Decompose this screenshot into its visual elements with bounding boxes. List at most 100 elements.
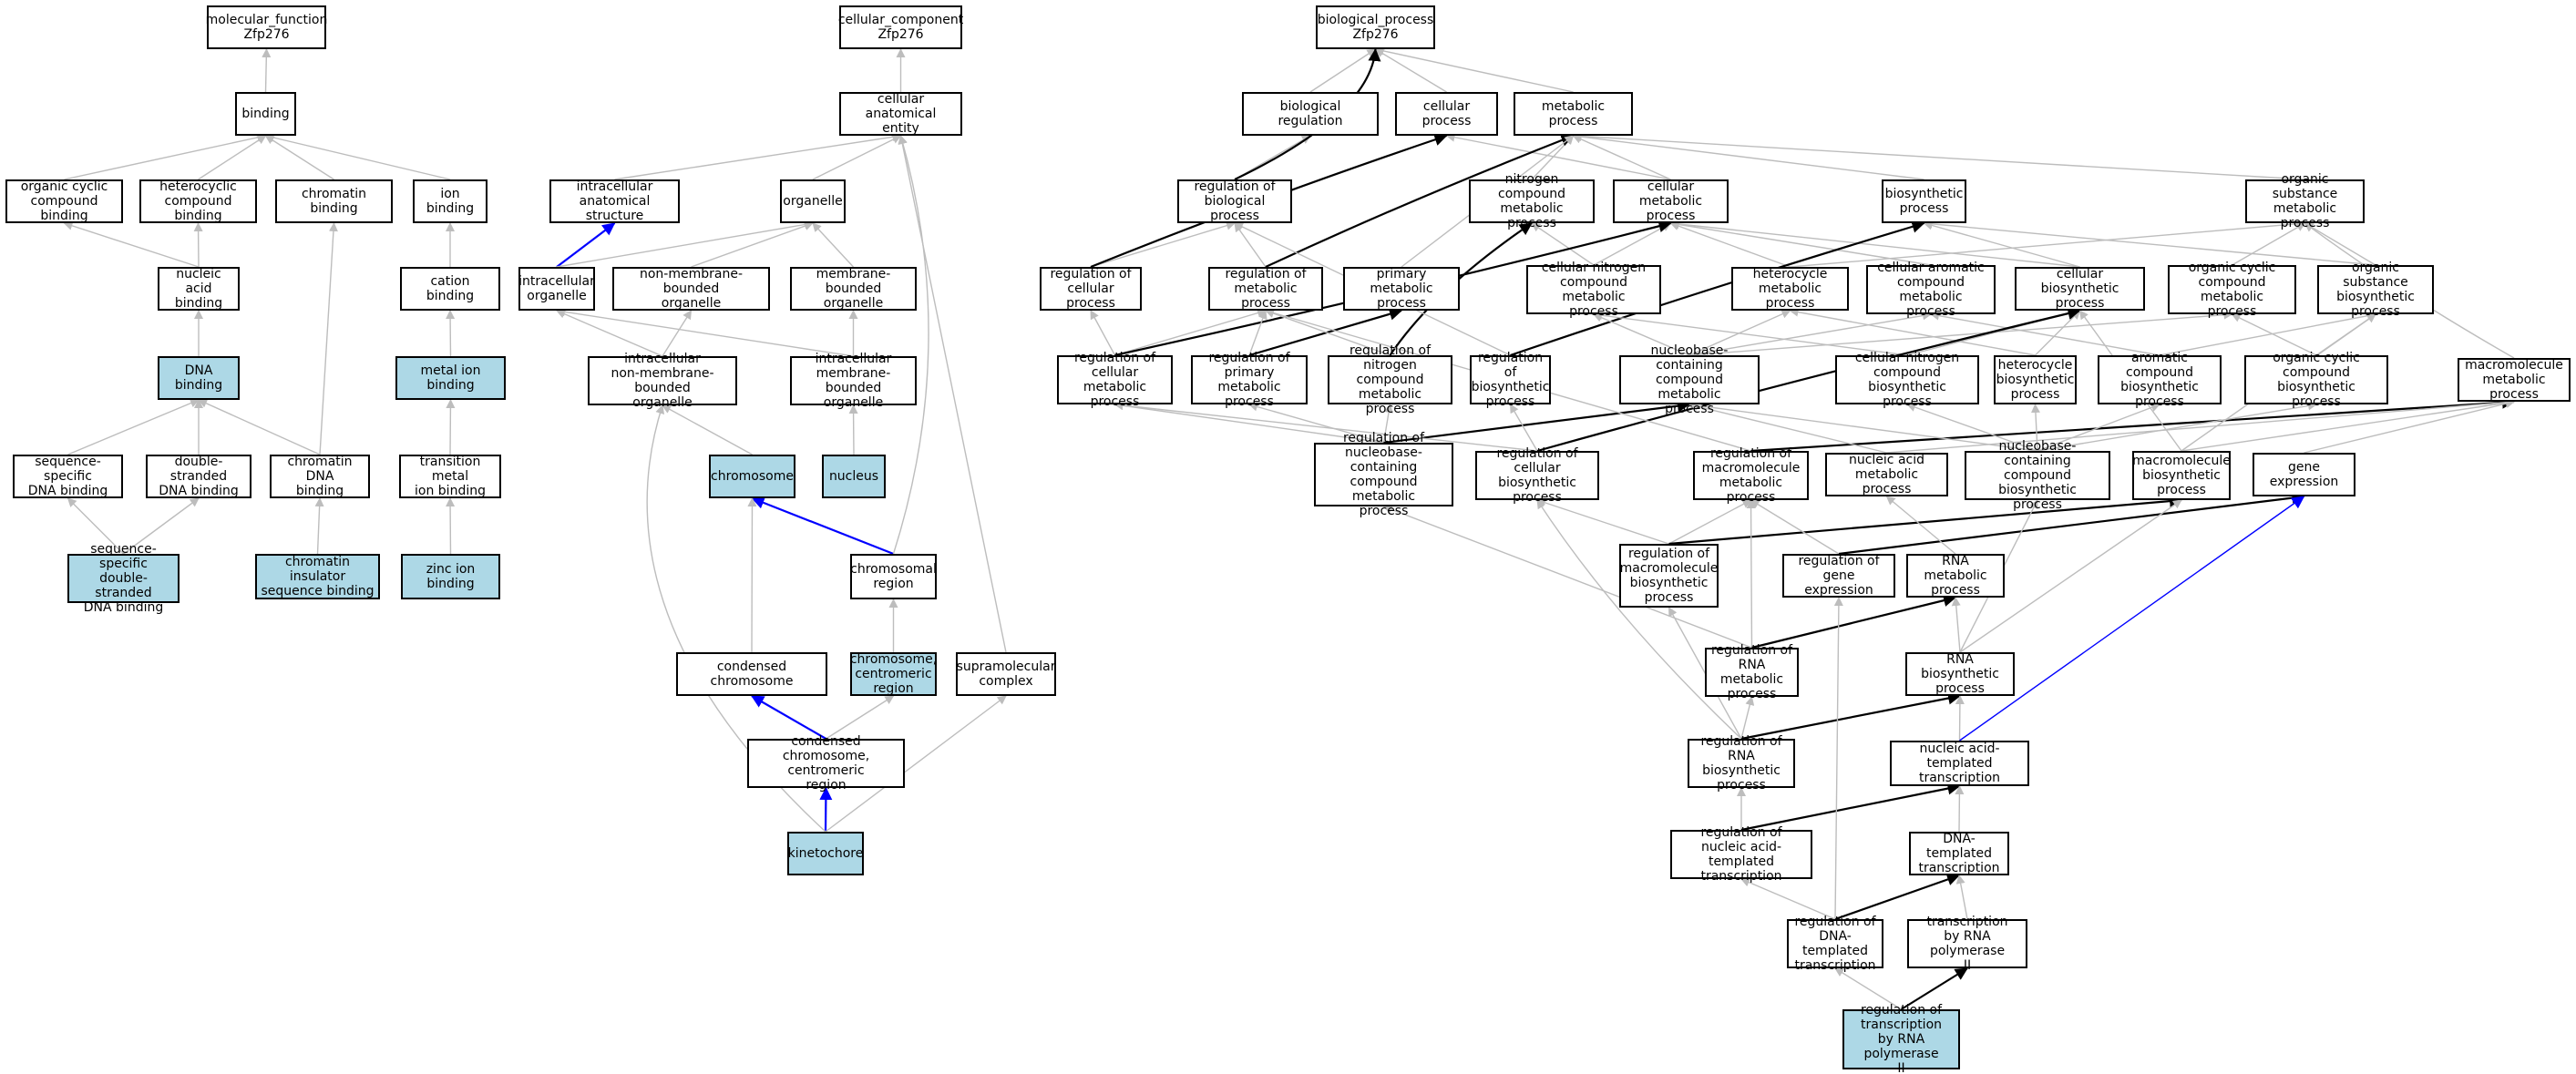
edge-intracell_non_mb-to-non_mb_organelle: [662, 310, 693, 357]
node-organelle[interactable]: organelle: [780, 179, 846, 223]
edge-metabolic_process-to-bp: [1374, 46, 1574, 93]
node-dna-binding[interactable]: DNA binding: [158, 356, 240, 400]
node-organic-substance-metabolic-process[interactable]: organic substance metabolic process: [2245, 172, 2365, 230]
node-nucleobase-containing-compound-metabolic-process[interactable]: nucleobase-containing compound metabolic…: [1619, 343, 1760, 416]
edge-reg_macromolecule_mp-to-macromolecule_mp: [1750, 395, 2515, 453]
node-chromatin-binding[interactable]: chromatin binding: [275, 179, 393, 223]
edge-organic_substance_mp-to-metabolic_process: [1572, 131, 2305, 180]
node-heterocyclic-compound-binding[interactable]: heterocyclic compound binding: [139, 179, 257, 223]
node-organic-cyclic-compound-binding[interactable]: organic cyclic compound binding: [5, 179, 123, 223]
node-chromatin-dna-binding[interactable]: chromatin DNA binding: [270, 455, 370, 498]
node-chromosomal-region[interactable]: chromosomal region: [850, 554, 937, 599]
node-nucleobase-containing-compound-biosynthetic-process[interactable]: nucleobase-containing compound biosynthe…: [1965, 439, 2110, 512]
node-regulation-of-biological-process[interactable]: regulation of biological process: [1177, 179, 1292, 223]
node-regulation-of-primary-metabolic-process[interactable]: regulation of primary metabolic process: [1191, 351, 1308, 409]
node-nitrogen-compound-metabolic-process[interactable]: nitrogen compound metabolic process: [1469, 172, 1595, 230]
node-cellular-component-root[interactable]: cellular_component Zfp276: [838, 5, 963, 49]
node-regulation-of-rna-metabolic-process[interactable]: regulation of RNA metabolic process: [1705, 643, 1799, 701]
node-intracellular-organelle[interactable]: intracellular organelle: [518, 267, 595, 311]
node-non-membrane-bounded-organelle[interactable]: non-membrane-bounded organelle: [612, 267, 770, 311]
node-cation-binding[interactable]: cation binding: [400, 267, 500, 311]
node-intracellular-non-membrane-bounded-organelle[interactable]: intracellular non-membrane-bounded organ…: [588, 352, 737, 410]
node-chromosome[interactable]: chromosome: [709, 455, 795, 498]
node-binding[interactable]: binding: [235, 92, 296, 136]
node-rna-biosynthetic-process[interactable]: RNA biosynthetic process: [1905, 652, 2015, 696]
edge-zinc_ion-to-transition_metal: [446, 497, 456, 555]
node-chromatin-insulator-sequence-binding[interactable]: chromatin insulator sequence binding: [255, 554, 380, 599]
edge-intracell_mb-to-intracell_organelle: [556, 307, 854, 357]
edge-reg_nucleobase_mp-to-nucleobase_mp: [1383, 399, 1690, 445]
node-heterocycle-metabolic-process[interactable]: heterocycle metabolic process: [1731, 267, 1849, 311]
node-dna-templated-transcription[interactable]: DNA-templated transcription: [1909, 832, 2009, 875]
edge-intracell_non_mb-to-intracell_organelle: [556, 309, 663, 357]
node-rna-metabolic-process[interactable]: RNA metabolic process: [1906, 554, 2005, 598]
node-double-stranded-dna-binding[interactable]: double-stranded DNA binding: [146, 455, 251, 498]
edge-reg_cellular_mp-to-reg_metabolic_process: [1114, 308, 1267, 356]
edge-intracell_anat-to-cell_anat_entity: [614, 132, 902, 180]
node-heterocycle-biosynthetic-process[interactable]: heterocycle biosynthetic process: [1994, 355, 2077, 404]
edge-reg_gene_expression-to-gene_expression: [1838, 491, 2305, 556]
node-ion-binding[interactable]: ion binding: [413, 179, 487, 223]
node-macromolecule-biosynthetic-process[interactable]: macromolecule biosynthetic process: [2132, 451, 2231, 500]
node-nucleic-acid-templated-transcription[interactable]: nucleic acid-templated transcription: [1890, 741, 2029, 786]
edge-chromosomal_region-to-cell_anat_entity: [892, 135, 929, 555]
node-cellular-nitrogen-compound-biosynthetic-process[interactable]: cellular nitrogen compound biosynthetic …: [1835, 351, 1979, 409]
node-biological-process-root[interactable]: biological_process Zfp276: [1316, 5, 1435, 49]
node-primary-metabolic-process[interactable]: primary metabolic process: [1343, 267, 1460, 311]
node-metal-ion-binding[interactable]: metal ion binding: [395, 356, 506, 400]
node-regulation-of-macromolecule-metabolic-process[interactable]: regulation of macromolecule metabolic pr…: [1693, 446, 1809, 505]
node-intracellular-membrane-bounded-organelle[interactable]: intracellular membrane-bounded organelle: [790, 352, 917, 410]
node-regulation-of-cellular-biosynthetic-process[interactable]: regulation of cellular biosynthetic proc…: [1475, 446, 1599, 505]
edge-cellular_mp-to-metabolic_process: [1572, 135, 1671, 180]
node-aromatic-compound-biosynthetic-process[interactable]: aromatic compound biosynthetic process: [2098, 351, 2222, 409]
edge-reg_gene_expression-to-reg_macromolecule_mp: [1750, 499, 1840, 555]
node-organic-substance-biosynthetic-process[interactable]: organic substance biosynthetic process: [2317, 261, 2434, 319]
node-macromolecule-metabolic-process[interactable]: macromolecule metabolic process: [2458, 358, 2571, 402]
edge-organic_cyclic_bp-to-organic_cyclic_mp: [2231, 313, 2317, 356]
node-condensed-chromosome-centromeric-region[interactable]: condensed chromosome, centromeric region: [747, 734, 905, 793]
node-chromosome-centromeric-region[interactable]: chromosome, centromeric region: [849, 652, 938, 696]
node-cellular-aromatic-compound-metabolic-process[interactable]: cellular aromatic compound metabolic pro…: [1866, 261, 1996, 319]
node-condensed-chromosome[interactable]: condensed chromosome: [676, 652, 827, 696]
node-cellular-metabolic-process[interactable]: cellular metabolic process: [1613, 179, 1729, 223]
node-metabolic-process[interactable]: metabolic process: [1514, 92, 1633, 136]
node-molecular-function-root[interactable]: molecular_function Zfp276: [206, 5, 327, 49]
node-regulation-of-cellular-process[interactable]: regulation of cellular process: [1040, 267, 1142, 311]
node-regulation-of-gene-expression[interactable]: regulation of gene expression: [1782, 554, 1895, 598]
node-regulation-of-macromolecule-biosynthetic-process[interactable]: regulation of macromolecule biosynthetic…: [1619, 544, 1719, 608]
edge-intracell_organelle-to-organelle: [556, 220, 814, 268]
node-organic-cyclic-compound-metabolic-process[interactable]: organic cyclic compound metabolic proces…: [2168, 261, 2296, 319]
node-nucleus[interactable]: nucleus: [822, 455, 886, 498]
node-gene-expression[interactable]: gene expression: [2253, 453, 2355, 496]
node-cellular-nitrogen-compound-metabolic-process[interactable]: cellular nitrogen compound metabolic pro…: [1526, 261, 1661, 319]
node-kinetochore[interactable]: kinetochore: [787, 832, 864, 875]
node-cellular-process[interactable]: cellular process: [1395, 92, 1498, 136]
node-regulation-of-cellular-metabolic-process[interactable]: regulation of cellular metabolic process: [1057, 351, 1173, 409]
edge-binding-to-mf: [262, 48, 272, 93]
node-biosynthetic-process[interactable]: biosynthetic process: [1882, 179, 1966, 223]
node-regulation-of-dna-templated-transcription[interactable]: regulation of DNA-templated transcriptio…: [1787, 915, 1883, 973]
node-nucleic-acid-binding[interactable]: nucleic acid binding: [158, 267, 240, 311]
node-sequence-specific-double-stranded-dna-binding[interactable]: sequence-specific double-stranded DNA bi…: [67, 542, 180, 615]
node-biological-regulation[interactable]: biological regulation: [1242, 92, 1379, 136]
edge-reg_macromolecule_bp-to-macromolecule_bp: [1668, 495, 2182, 546]
node-regulation-of-transcription-by-rna-polymerase-ii[interactable]: regulation of transcription by RNA polym…: [1842, 1003, 1960, 1074]
node-cellular-biosynthetic-process[interactable]: cellular biosynthetic process: [2015, 267, 2145, 311]
node-transcription-by-rna-polymerase-ii[interactable]: transcription by RNA polymerase II: [1907, 915, 2027, 973]
node-regulation-of-rna-biosynthetic-process[interactable]: regulation of RNA biosynthetic process: [1688, 734, 1795, 793]
node-transition-metal-ion-binding[interactable]: transition metal ion binding: [399, 455, 501, 498]
node-organic-cyclic-compound-biosynthetic-process[interactable]: organic cyclic compound biosynthetic pro…: [2244, 351, 2388, 409]
node-zinc-ion-binding[interactable]: zinc ion binding: [401, 554, 500, 599]
node-intracellular-anatomical-structure[interactable]: intracellular anatomical structure: [549, 179, 680, 223]
node-regulation-of-nucleobase-containing-compound-metabolic-process[interactable]: regulation of nucleobase-containing comp…: [1314, 431, 1453, 518]
node-nucleic-acid-metabolic-process[interactable]: nucleic acid metabolic process: [1825, 453, 1948, 496]
node-supramolecular-complex[interactable]: supramolecular complex: [956, 652, 1056, 696]
node-regulation-of-biosynthetic-process[interactable]: regulation of biosynthetic process: [1470, 351, 1551, 409]
node-sequence-specific-dna-binding[interactable]: sequence-specific DNA binding: [13, 455, 123, 498]
node-regulation-of-nucleic-acid-templated-transcription[interactable]: regulation of nucleic acid-templated tra…: [1670, 825, 1812, 884]
node-regulation-of-metabolic-process[interactable]: regulation of metabolic process: [1208, 267, 1323, 311]
node-cellular-anatomical-entity[interactable]: cellular anatomical entity: [839, 92, 962, 136]
node-regulation-of-nitrogen-compound-metabolic-process[interactable]: regulation of nitrogen compound metaboli…: [1328, 343, 1452, 416]
node-membrane-bounded-organelle[interactable]: membrane-bounded organelle: [790, 267, 917, 311]
